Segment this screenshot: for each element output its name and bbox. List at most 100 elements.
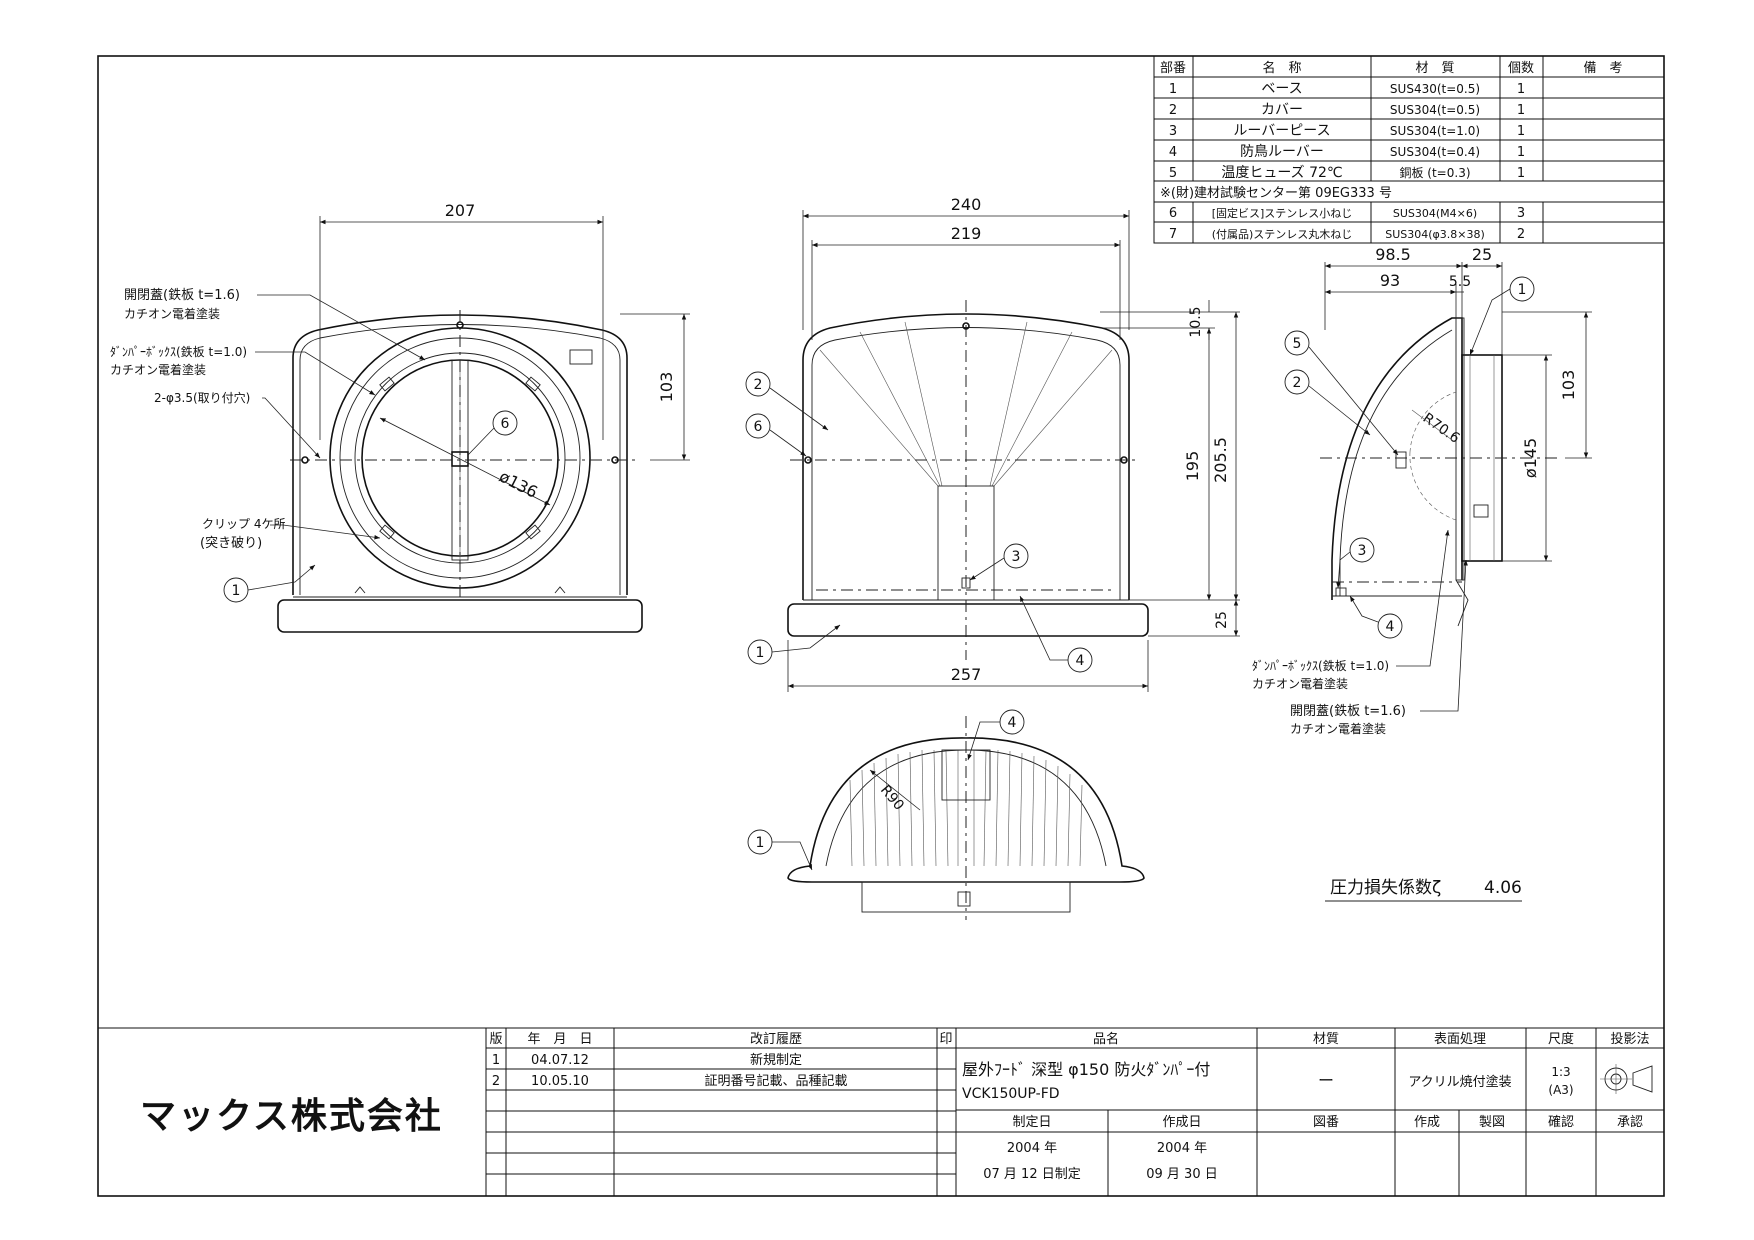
- side-balloon-5-label: 5: [1293, 336, 1302, 352]
- bottom-view: R90 4 1: [747, 709, 1145, 920]
- parts-row-no: 6: [1169, 206, 1177, 221]
- sheet-border: [97, 55, 1665, 1197]
- pressure-loss-value: 4.06: [1484, 878, 1522, 898]
- front-note-box-1: ﾀﾞﾝﾊﾟｰﾎﾞｯｸｽ(鉄板 t=1.0): [110, 344, 247, 359]
- rev-ver: 2: [492, 1074, 500, 1089]
- parts-row-name: カバー: [1261, 102, 1303, 118]
- checker-label: 確認: [1548, 1114, 1574, 1130]
- parts-header-name: 名 称: [1262, 60, 1301, 76]
- front-balloon-6-label: 6: [501, 416, 510, 432]
- parts-row-name: 防鳥ルーバー: [1240, 144, 1324, 160]
- created-label: 作成日: [1162, 1115, 1201, 1130]
- mid-balloon-6: [745, 413, 771, 439]
- parts-header-no: 部番: [1160, 61, 1186, 76]
- rev-header-ver: 版: [489, 1032, 502, 1047]
- product-name: 屋外ﾌｰﾄﾞ 深型 φ150 防火ﾀﾞﾝﾊﾟｰ付: [962, 1060, 1210, 1079]
- parts-row-qty: 1: [1517, 103, 1525, 118]
- rev-desc: 証明番号記載、品種記載: [704, 1073, 847, 1089]
- product-label: 品名: [1093, 1031, 1119, 1047]
- mid-dim-195: 195: [1183, 451, 1202, 482]
- drafter-label: 製図: [1479, 1115, 1505, 1130]
- side-dim-93: 93: [1380, 271, 1400, 290]
- third-angle-projection-icon: [1600, 1064, 1653, 1094]
- front-diameter: ø136: [496, 467, 541, 502]
- rev-desc: 新規制定: [750, 1052, 802, 1068]
- rev-date: 10.05.10: [531, 1074, 589, 1089]
- side-dim-103: 103: [1559, 370, 1578, 401]
- bottom-radius: R90: [877, 782, 907, 813]
- mid-dim-219: 219: [951, 224, 982, 243]
- product-code: VCK150UP-FD: [962, 1086, 1060, 1102]
- parts-row-name: ベース: [1261, 81, 1302, 97]
- parts-row-name: ルーバーピース: [1233, 123, 1330, 139]
- mid-balloon-3-label: 3: [1012, 549, 1021, 565]
- side-balloon-4-label: 4: [1386, 619, 1395, 635]
- parts-row-material: SUS304(t=0.4): [1390, 145, 1480, 159]
- parts-row-material: SUS430(t=0.5): [1390, 82, 1480, 96]
- title-block: マックス株式会社 版 年 月 日 改訂履歴 印 1 04.07.12 新規制定 …: [98, 1027, 1664, 1196]
- side-balloon-3: [1349, 537, 1375, 563]
- parts-row-no: 7: [1169, 227, 1177, 242]
- approver-label: 承認: [1617, 1114, 1643, 1130]
- side-dim-985: 98.5: [1375, 245, 1411, 264]
- parts-row-material: SUS304(t=0.5): [1390, 103, 1480, 117]
- parts-row-no: 4: [1169, 145, 1177, 160]
- mid-dim-2055: 205.5: [1211, 437, 1230, 483]
- parts-row-no: 5: [1169, 166, 1177, 181]
- parts-header-note: 備 考: [1583, 60, 1622, 76]
- parts-row-name: (付属品)ステンレス丸木ねじ: [1212, 228, 1353, 241]
- parts-table: 部番 名 称 材 質 個数 備 考 1 ベース SUS430(t=0.5) 1 …: [1153, 55, 1665, 244]
- parts-row-no: 2: [1169, 103, 1177, 118]
- parts-row-name: 温度ヒューズ 72℃: [1221, 165, 1342, 181]
- parts-row-qty: 1: [1517, 82, 1525, 97]
- side-note-lid-1: 開閉蓋(鉄板 t=1.6): [1290, 704, 1406, 719]
- side-dim-25: 25: [1472, 245, 1492, 264]
- company-name: マックス株式会社: [140, 1096, 443, 1137]
- rev-header-history: 改訂履歴: [750, 1031, 802, 1047]
- front-note-clip-2: (突き破り): [200, 535, 262, 551]
- parts-header-material: 材 質: [1415, 61, 1454, 76]
- side-balloon-1-label: 1: [1518, 282, 1527, 298]
- made-year: 2004 年: [1007, 1141, 1057, 1156]
- parts-row-material: SUS304(M4×6): [1393, 207, 1477, 220]
- created-date: 09 月 30 日: [1146, 1167, 1217, 1182]
- mid-balloon-1-label: 1: [756, 645, 765, 661]
- parts-row-material: SUS304(t=1.0): [1390, 124, 1480, 138]
- mid-balloon-2: [745, 371, 771, 397]
- parts-row-material: 銅板 (t=0.3): [1399, 166, 1470, 180]
- projection-label: 投影法: [1610, 1031, 1649, 1047]
- bottom-balloon-4-label: 4: [1008, 715, 1017, 731]
- mid-balloon-2-label: 2: [754, 377, 763, 393]
- surface-label: 表面処理: [1434, 1032, 1486, 1047]
- bottom-balloon-1-label: 1: [756, 835, 765, 851]
- front-balloon-6: [492, 410, 518, 436]
- mid-dim-257: 257: [951, 665, 982, 684]
- rev-ver: 1: [492, 1053, 500, 1068]
- created-year: 2004 年: [1157, 1141, 1207, 1156]
- parts-row-material: SUS304(φ3.8×38): [1385, 228, 1485, 241]
- mid-balloon-6-label: 6: [754, 419, 763, 435]
- mid-dim-25: 25: [1214, 611, 1230, 629]
- parts-certification: ※(財)建材試験センター第 09EG333 号: [1160, 185, 1392, 201]
- material-value: ー: [1318, 1071, 1334, 1090]
- rev-date: 04.07.12: [531, 1053, 589, 1068]
- front-dim-width: 207: [445, 201, 476, 220]
- side-note-lid-2: カチオン電着塗装: [1290, 721, 1386, 736]
- side-dim-55: 5.5: [1449, 274, 1471, 290]
- side-note-box-1: ﾀﾞﾝﾊﾟｰﾎﾞｯｸｽ(鉄板 t=1.0): [1252, 658, 1389, 673]
- side-balloon-3-label: 3: [1358, 543, 1367, 559]
- pressure-loss-label: 圧力損失係数ζ: [1330, 878, 1441, 898]
- author-label: 作成: [1414, 1115, 1440, 1130]
- material-label: 材質: [1313, 1032, 1339, 1047]
- parts-row-name: [固定ビス]ステンレス小ねじ: [1212, 206, 1353, 220]
- front-view: 207 103 ø136 開閉蓋(鉄板 t=1.6) カチオン電着塗装 ﾀﾞﾝﾊ…: [110, 201, 690, 633]
- front-note-holes: 2-φ3.5(取り付穴): [154, 390, 250, 405]
- mid-balloon-3: [1003, 543, 1029, 569]
- side-balloon-2: [1284, 369, 1310, 395]
- drawing-no-label: 図番: [1313, 1115, 1339, 1130]
- front-note-lid-1: 開閉蓋(鉄板 t=1.6): [124, 288, 240, 303]
- parts-row-qty: 1: [1517, 145, 1525, 160]
- mid-dim-105: 10.5: [1188, 306, 1204, 337]
- parts-row-qty: 3: [1517, 206, 1525, 221]
